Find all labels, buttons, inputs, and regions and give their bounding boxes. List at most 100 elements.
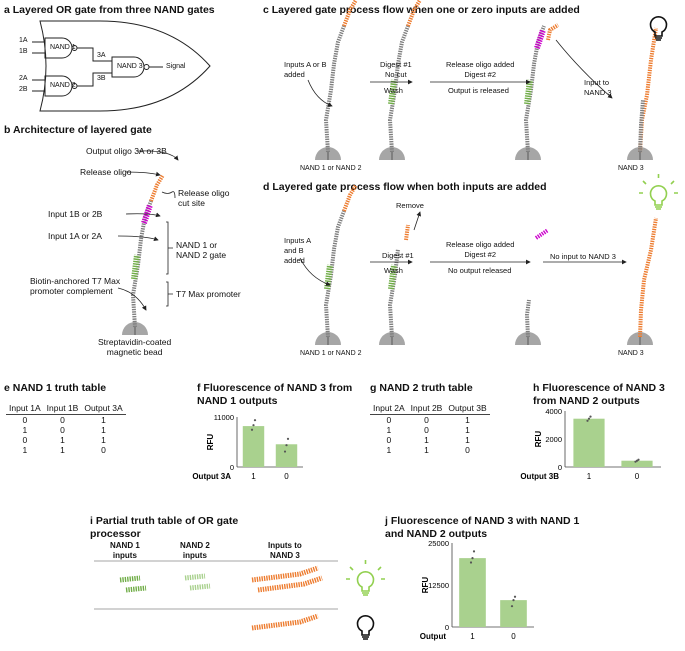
c-label-nand3: NAND 3 (618, 165, 644, 172)
removed-strand (404, 224, 410, 241)
data-point (637, 458, 640, 461)
i-nand1-input (119, 575, 141, 583)
c-label-input-to: Input to NAND 3 (584, 78, 612, 97)
c-label-digest1: Digest #1 No cut (380, 60, 412, 79)
or-gate-circuit (32, 20, 211, 112)
th: Output 3B (445, 402, 490, 415)
x-tick-label: 1 (251, 472, 256, 481)
x-axis-label: Output 3B (520, 472, 559, 481)
biotin-anchor (391, 337, 393, 345)
biotin-anchor (327, 152, 329, 160)
label-2b: 2B (19, 86, 28, 93)
gate-strand (323, 248, 336, 338)
data-point (253, 419, 257, 422)
cell: 1 (101, 425, 106, 435)
panel-b-title: b Architecture of layered gate (4, 124, 152, 136)
data-point (510, 605, 514, 608)
bar (459, 558, 486, 627)
y-tick-label: 25000 (428, 539, 449, 548)
data-point (471, 557, 474, 560)
data-point (252, 424, 255, 427)
c-label-wash: Wash (384, 86, 403, 95)
gate-strand-top (396, 25, 410, 65)
label-release-cut: Release oligo cut site (178, 188, 230, 208)
outer-or-shape (39, 20, 211, 112)
biotin-anchor (639, 152, 641, 160)
label-2a: 2A (19, 75, 28, 82)
th: Input 2A (370, 402, 408, 415)
cell: 0 (424, 415, 429, 425)
cell: 1 (22, 445, 28, 455)
cell: 1 (424, 435, 429, 445)
input-strand (324, 264, 333, 290)
i-header-nand3: Inputs to NAND 3 (268, 541, 302, 560)
panel-g-title: g NAND 2 truth table (370, 382, 473, 394)
c-label-output-released: Output is released (448, 86, 509, 95)
y-tick-label: 4000 (545, 407, 562, 416)
th: Input 1A (6, 402, 44, 415)
i-nand3-input-b (251, 613, 319, 631)
d-label-no-input: No input to NAND 3 (550, 252, 616, 261)
x-tick-label: 0 (511, 632, 516, 641)
d-label-nand12: NAND 1 or NAND 2 (300, 350, 362, 357)
label-release-oligo: Release oligo (80, 167, 132, 177)
gate-strand (323, 63, 336, 153)
label-3a: 3A (97, 52, 106, 59)
x-tick-label: 0 (284, 472, 289, 481)
d-label-nand3: NAND 3 (618, 350, 644, 357)
cell: 0 (465, 445, 470, 455)
cell: 1 (465, 425, 470, 435)
cell: 1 (465, 435, 470, 445)
i-nand2-input (184, 573, 206, 581)
cell: 1 (60, 435, 65, 445)
label-nand2: NAND 2 (50, 82, 76, 89)
i-header-nand2: NAND 2 inputs (180, 541, 210, 560)
data-point (469, 561, 473, 564)
leader-lines (94, 39, 627, 610)
cell: 0 (386, 415, 392, 425)
th: Input 2B (407, 402, 446, 415)
y-axis-label: RFU (421, 577, 430, 594)
biotin-anchor (327, 337, 329, 345)
lightbulb-glow-icon-i (346, 560, 385, 596)
biotin-anchor (134, 327, 136, 335)
gate-strand-top (332, 210, 346, 250)
label-bead: Streptavidin-coated magnetic bead (98, 337, 172, 357)
released-output (546, 23, 560, 41)
x-tick-label: 0 (635, 472, 640, 481)
label-1b: 1B (19, 48, 28, 55)
panel-h-title: h Fluorescence of NAND 3 from NAND 2 out… (533, 382, 665, 407)
lightbulb-glow-icon-d (639, 174, 678, 210)
x-tick-label: 1 (470, 632, 475, 641)
cell: 0 (60, 415, 65, 425)
label-input-1a: Input 1A or 2A (48, 231, 102, 241)
data-point (283, 450, 287, 453)
output-oligo (342, 183, 358, 212)
d-label-no-output: No output released (448, 266, 512, 275)
data-point (587, 417, 591, 420)
bar (621, 460, 653, 467)
cut-strand (524, 299, 531, 338)
output-oligo (406, 0, 422, 27)
i-nand3-input (257, 575, 323, 593)
panel-j-title: j Fluorescence of NAND 3 with NAND 1 and… (385, 515, 580, 540)
bar (275, 444, 298, 467)
d-label-release: Release oligo added Digest #2 (446, 240, 515, 259)
y-axis-label: RFU (534, 431, 543, 448)
nand3-bubble (143, 64, 150, 70)
x-axis-label: Output (420, 632, 447, 641)
y-tick-label: 0 (445, 623, 449, 632)
input-strand (388, 79, 397, 105)
i-nand3-input (251, 565, 319, 583)
y-tick-label: 0 (558, 463, 562, 472)
x-axis-label: Output 3A (192, 472, 231, 481)
d-label-wash: Wash (384, 266, 403, 275)
data-point (286, 437, 290, 440)
input-strand (524, 79, 533, 105)
